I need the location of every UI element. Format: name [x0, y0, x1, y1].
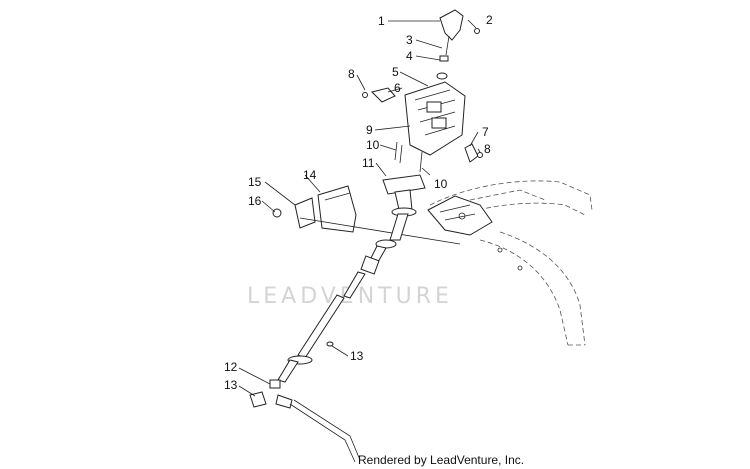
frame-outline	[427, 180, 593, 346]
callout-13-lower: 13	[224, 378, 238, 392]
callout-13-upper: 13	[350, 349, 364, 363]
callout-7: 7	[482, 125, 489, 139]
credit-text: Rendered by LeadVenture, Inc.	[358, 453, 524, 467]
callout-10-right: 10	[434, 177, 448, 191]
callout-12: 12	[224, 360, 238, 374]
callout-15: 15	[248, 175, 262, 189]
callout-labels: 1 2 3 4 5 6 7 8 8 9 10 10 11 12 13 13 14…	[224, 13, 493, 392]
callout-3: 3	[406, 33, 413, 47]
callout-6: 6	[394, 81, 401, 95]
callout-2: 2	[486, 13, 493, 27]
callout-5: 5	[392, 65, 399, 79]
callout-11: 11	[362, 156, 375, 170]
upper-shaft	[382, 174, 426, 217]
callout-9: 9	[366, 123, 373, 137]
steering-hub	[439, 9, 480, 56]
callout-14: 14	[303, 168, 317, 182]
column-cover	[317, 185, 357, 233]
leader-lines	[238, 19, 481, 397]
side-bracket	[272, 197, 461, 245]
callout-4: 4	[406, 49, 413, 63]
lower-fittings	[249, 379, 361, 463]
intermediate-shaft	[343, 213, 409, 299]
tilt-bracket	[362, 81, 483, 173]
callout-8-left: 8	[348, 67, 355, 81]
callout-16: 16	[248, 194, 262, 208]
callout-8-right: 8	[484, 142, 491, 156]
spacer-parts	[436, 55, 449, 80]
callout-10-left: 10	[366, 138, 380, 152]
callout-1: 1	[378, 14, 385, 28]
